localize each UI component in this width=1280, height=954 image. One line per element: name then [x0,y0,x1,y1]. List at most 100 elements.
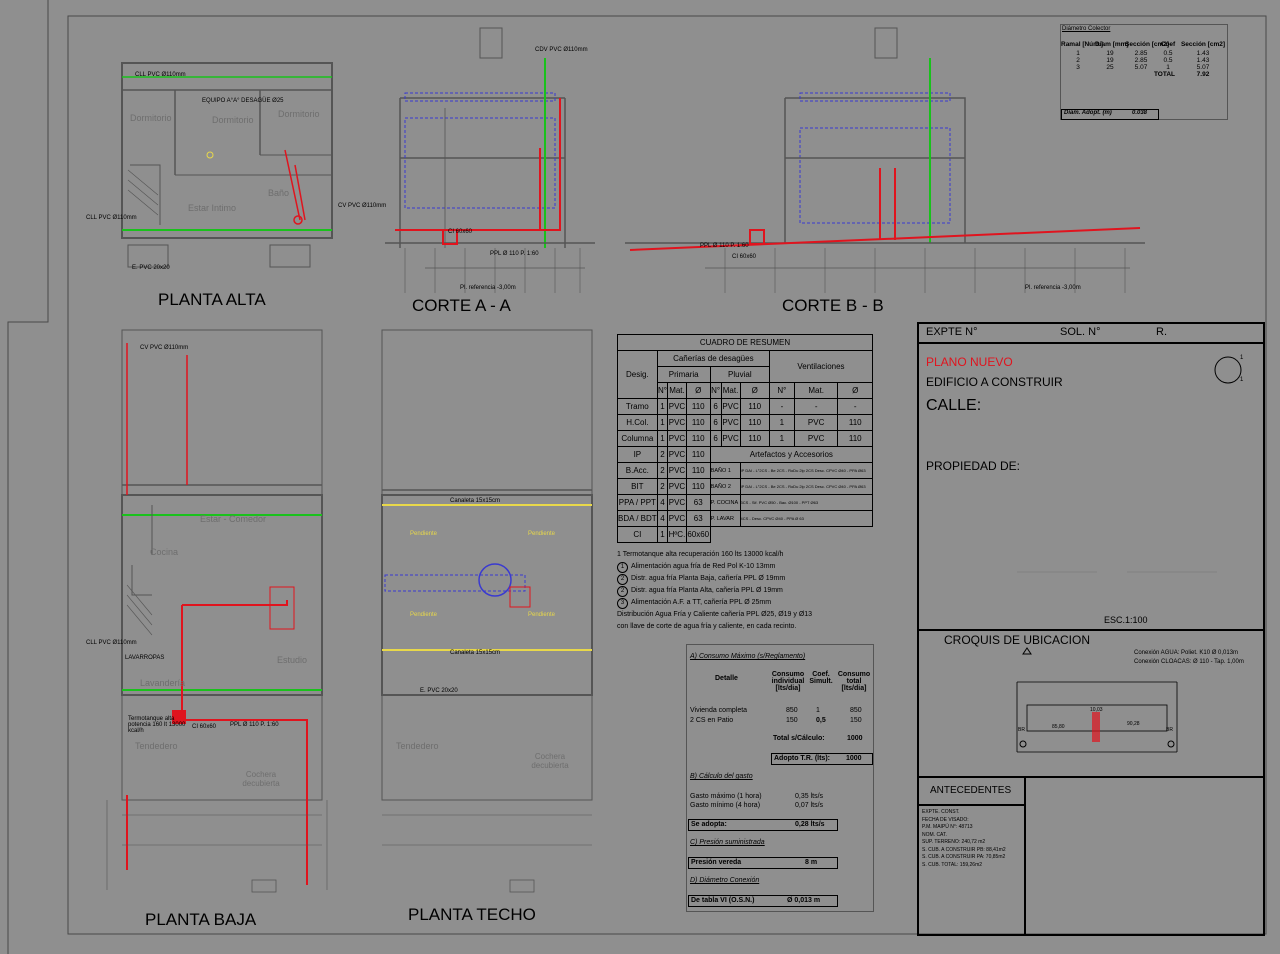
cuadro-title: CUADRO DE RESUMEN [617,334,873,351]
total-calculo-label: Total s/Cálculo: [773,735,825,742]
diametro-colector-cell: 2.85 [1134,57,1148,64]
diametro-colector-cell: 1 [1076,50,1080,57]
ci-label-b: CI 60x60 [732,254,757,260]
header-diam: Diam [mm] [1095,41,1129,48]
planta-alta-plan [121,62,333,268]
note-text: Alimentación A.F. a TT, cañería PPL Ø 25… [631,599,772,606]
adopto-box: Adopto T.R. (lts): 1000 [771,753,873,765]
artefacto-desc: 4CS - Desc. CPVC Ø40 - PPA Ø 63 [739,510,874,527]
cuadro-cell: PVC [667,494,687,511]
header-ramal: Ramal [Núm.] [1061,41,1103,48]
diametro-colector-title: Diámetro Colector [1062,26,1111,32]
room-estudio: Estudio [277,655,308,665]
cuadro-note: Distribución Agua Fría y Caliente cañerí… [617,609,873,621]
gasto-min-label: Gasto mínimo (4 hora) [690,802,761,809]
cuadro-h-diam-2: Ø [739,382,770,399]
cuadro-table: CUADRO DE RESUMEN Desig. Cañerías de des… [617,334,874,543]
cuadro-cell: 63 [685,510,711,527]
planta-baja-plan [106,329,328,893]
title-block-grid [917,342,1265,936]
ppl-label-a: PPL Ø 110 P. 1:60 [490,251,539,257]
presion-value: 8 m [805,859,818,866]
pendiente-2: Pendiente [528,531,556,537]
antecedentes-lines: EXPTE. CONST.FECHA DE VISADO:P.M. MAIPÚ … [922,809,1006,869]
header-seccion: Sección [cm2] [1125,41,1170,48]
consumo-cell: 1 [816,707,820,714]
note-text: Distr. agua fría Planta Alta, cañería PP… [631,587,783,594]
cuadro-h-diam-1: Ø [685,382,711,399]
note-text: Distr. agua fría Planta Baja, cañería PP… [631,575,786,582]
consumo-title-a: A) Consumo Máximo (s/Reglamento) [690,653,806,660]
cuadro-cell: 1 [768,414,795,431]
cuadro-cell: PVC [720,430,741,447]
tabla-box: De tabla VI (O.S.N.) Ø 0,013 m [688,895,838,907]
diametro-colector-table: Diámetro Colector Ramal [Núm.] Diam [mm]… [1060,24,1228,120]
title-corte-a: CORTE A - A [412,296,511,315]
cuadro-cell: 110 [685,446,711,463]
note-number-circle: 2 [617,585,628,597]
cuadro-cell: PVC [720,398,741,415]
note-number-circle: 2 [617,573,628,585]
cuadro-h-mat-1: Mat. [667,382,687,399]
note-text: con llave de corte de agua fría y calien… [617,623,797,630]
title-corte-b: CORTE B - B [782,296,884,315]
cuadro-h-n-3: N° [768,382,795,399]
pendiente-3: Pendiente [410,612,438,618]
diametro-colector-cell: 0.5 [1163,57,1173,64]
cuadro-cell: 2 [656,462,669,479]
cuadro-cell: PVC [667,414,687,431]
cuadro-cell: IP [617,446,658,463]
croquis-br-2: BR [1166,727,1173,733]
cuadro-cell: 110 [837,414,873,431]
pendiente-4: Pendiente [528,612,556,618]
termotanque-label: Termotanque alta potencia 160 lt 13000 k… [128,716,186,734]
antecedente-line: NOM. CAT. [922,831,947,838]
cuadro-h-mat-2: Mat. [720,382,741,399]
consumo-cell: Vivienda completa [690,707,748,714]
se-adopta-label: Se adopta: [691,821,727,828]
cuadro-cell: Tramo [617,398,658,415]
cuadro-cell: 4 [656,510,669,527]
planta-techo-plan [381,329,593,893]
pl-referencia-a: Pl. referencia -3,00m [460,285,516,291]
conexion-agua: Conexión AGUA: Poliet. K10 Ø 0,013m [1134,650,1239,656]
cv-pvc-label-1: CV PVC Ø110mm [338,203,387,209]
cuadro-cell: BDA / BDT [617,510,658,527]
consumo-cell: 150 [786,717,798,724]
cuadro-cell: 110 [685,414,711,431]
calle-label: CALLE: [926,397,982,414]
cuadro-cell: 110 [837,430,873,447]
cuadro-cell: - [768,398,795,415]
propiedad-label: PROPIEDAD DE: [926,459,1021,473]
cuadro-cell: 1 [656,414,669,431]
note-number-circle: 1 [617,561,628,573]
note-text: 1 Termotanque alta recuperación 160 lts … [617,551,784,558]
cuadro-cell: 110 [739,430,770,447]
artefacto-desc: 3CS - Sif. PVC Ø50 - Bac. Ø100 - PPT Ø63 [739,494,874,511]
room-tendedero-1: Tendedero [135,741,178,751]
header-seccion-2: Sección [cm2] [1180,41,1226,48]
note-text: Alimentación agua fría de Red Pol K-10 1… [631,563,776,570]
se-adopta-value: 0,28 lts/s [795,821,825,828]
diametro-colector-cell: 2 [1076,57,1080,64]
cuadro-h-n-1: N° [656,382,669,399]
title-planta-baja: PLANTA BAJA [145,910,257,929]
cuadro-cell: PVC [667,446,687,463]
corte-a-section [385,27,595,293]
artefacto-desc: IP DAI - L°2CS - Be 2CS - RoDu 2lp 2CS D… [739,462,874,479]
note-number-circle: 3 [617,597,628,609]
cuadro-cell: PVC [793,430,839,447]
room-dormitorio-2: Dormitorio [212,115,254,125]
cuadro-note: con llave de corte de agua fría y calien… [617,621,873,633]
cuadro-h-desig: Desig. [617,350,658,399]
